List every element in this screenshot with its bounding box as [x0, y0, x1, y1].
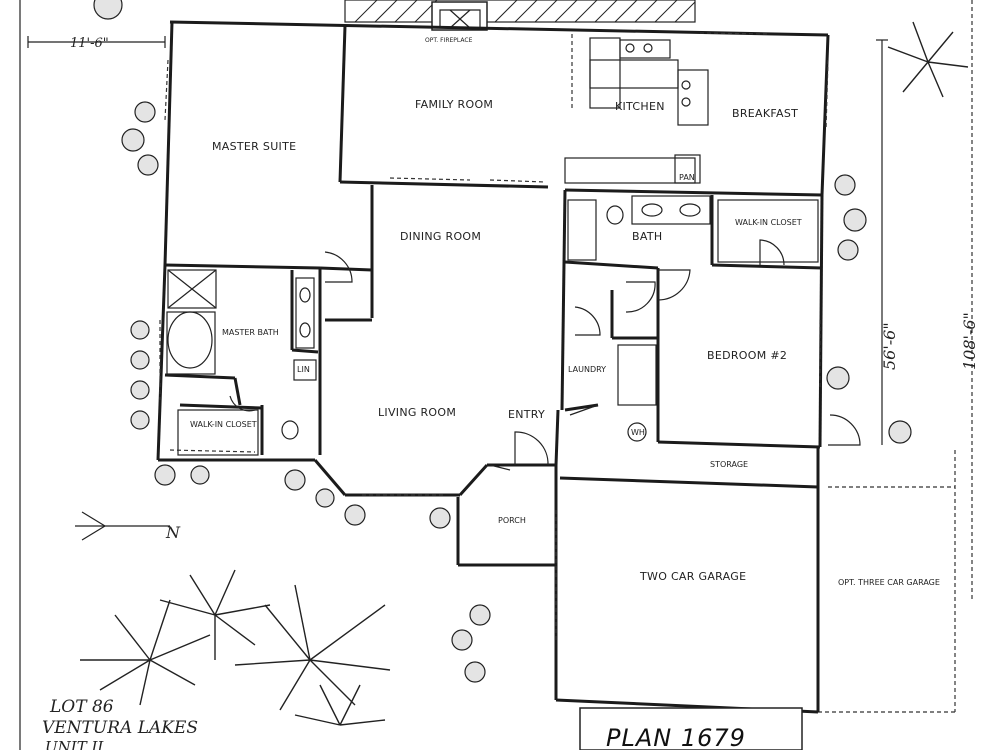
bedroom-2-label: BEDROOM #2 — [707, 349, 787, 362]
master-bath-label: MASTER BATH — [222, 328, 279, 337]
entry-label: ENTRY — [508, 408, 545, 421]
setback-dimension: 11'-6" — [70, 36, 109, 51]
fixtures — [166, 37, 819, 456]
kitchen-label: KITCHEN — [615, 100, 665, 113]
pantry-label: PAN — [679, 173, 695, 182]
bath-label: BATH — [632, 230, 662, 243]
house-walls — [156, 20, 830, 714]
doors — [229, 239, 861, 471]
subdivision-note: VENTURA LAKES — [42, 718, 198, 738]
linen-label: LIN — [297, 365, 310, 374]
north-label: N — [165, 523, 181, 542]
depth-dimension: 56'-6" — [880, 322, 899, 370]
laundry-label: LAUNDRY — [568, 365, 606, 374]
lot-depth-dimension: 108'-6" — [960, 312, 979, 370]
plan-title: PLAN 1679 — [606, 724, 746, 750]
family-room-label: FAMILY ROOM — [415, 98, 493, 111]
dining-room-label: DINING ROOM — [400, 230, 481, 243]
palm-trees — [80, 21, 969, 726]
shrubs — [93, 0, 912, 683]
windows — [159, 32, 829, 640]
breakfast-label: BREAKFAST — [732, 107, 798, 120]
two-car-garage-label: TWO CAR GARAGE — [639, 570, 746, 583]
property-lines — [19, 0, 973, 750]
storage-label: STORAGE — [710, 460, 748, 469]
north-arrow — [75, 511, 170, 541]
plan-title-box — [579, 707, 803, 750]
lot-number-note: LOT 86 — [49, 697, 114, 717]
hatched-wall — [344, 0, 696, 31]
opt-three-car-garage-label: OPT. THREE CAR GARAGE — [838, 578, 940, 587]
water-heater-label: WH — [631, 428, 645, 437]
dimension-lines — [27, 36, 888, 445]
porch-label: PORCH — [498, 516, 526, 525]
living-room-label: LIVING ROOM — [378, 406, 456, 419]
unit-note: UNIT II — [45, 738, 104, 750]
master-suite-label: MASTER SUITE — [212, 140, 296, 153]
walk-in-closet-upper-label: WALK-IN CLOSET — [735, 218, 802, 227]
fireplace-label: OPT. FIREPLACE — [425, 37, 473, 44]
walk-in-closet-lower-label: WALK-IN CLOSET — [190, 420, 257, 429]
